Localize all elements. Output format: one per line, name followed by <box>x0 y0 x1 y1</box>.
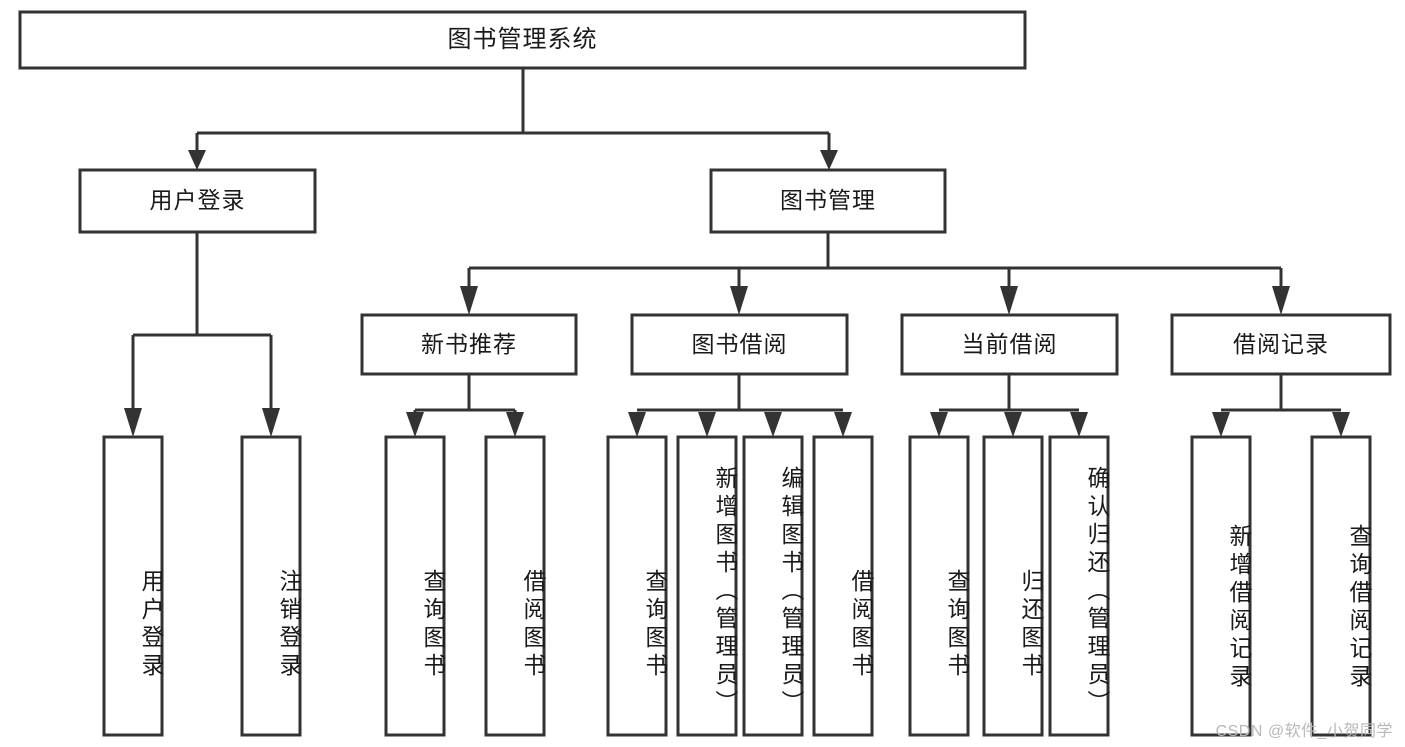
arrow-head-leaf-user-login <box>124 408 142 437</box>
node-box-leaf-query-borrow-record[interactable] <box>1310 435 1372 737</box>
arrow-head-leaf-user-logout <box>262 408 280 437</box>
node-box-book-manage[interactable] <box>709 168 947 234</box>
arrow-head-leaf-query-book-1 <box>406 412 424 437</box>
arrow-head-book-manage <box>820 150 838 170</box>
arrow-head-leaf-query-book-3 <box>930 412 948 437</box>
arrow-head-leaf-query-book-2 <box>628 412 646 437</box>
node-box-leaf-borrow-book-1[interactable] <box>484 435 546 737</box>
arrow-head-current-borrow <box>1000 286 1018 315</box>
node-box-root[interactable] <box>18 10 1027 70</box>
arrow-head-leaf-add-book-admin <box>698 412 716 437</box>
node-box-leaf-return-book[interactable] <box>982 435 1044 737</box>
arrow-head-new-book-recommend <box>460 286 478 315</box>
node-box-leaf-add-borrow-record[interactable] <box>1190 435 1252 737</box>
node-box-leaf-confirm-return-admin[interactable] <box>1048 435 1110 737</box>
node-box-book-borrow[interactable] <box>630 313 849 376</box>
node-box-leaf-user-logout[interactable] <box>240 435 302 737</box>
node-box-leaf-borrow-book-2[interactable] <box>812 435 874 737</box>
node-box-borrow-record[interactable] <box>1170 313 1392 376</box>
node-box-leaf-query-book-3[interactable] <box>908 435 970 737</box>
arrow-head-leaf-borrow-book-1 <box>506 412 524 437</box>
node-box-leaf-add-book-admin[interactable] <box>676 435 738 737</box>
arrow-head-borrow-record <box>1272 286 1290 315</box>
arrow-head-leaf-borrow-book-2 <box>834 412 852 437</box>
node-box-current-borrow[interactable] <box>900 313 1119 376</box>
node-box-leaf-query-book-2[interactable] <box>606 435 668 737</box>
arrow-head-leaf-add-borrow-record <box>1212 412 1230 437</box>
arrow-head-book-borrow <box>730 286 748 315</box>
arrow-head-leaf-confirm-return-admin <box>1070 412 1088 437</box>
node-box-user-login[interactable] <box>78 168 317 234</box>
arrow-head-leaf-edit-book-admin <box>764 412 782 437</box>
arrow-head-leaf-return-book <box>1004 412 1022 437</box>
arrow-head-leaf-query-borrow-record <box>1332 412 1350 437</box>
arrow-head-user-login <box>188 150 206 170</box>
node-box-leaf-user-login[interactable] <box>102 435 164 737</box>
watermark-text: CSDN @软件_小贺同学 <box>1215 723 1393 740</box>
node-box-leaf-edit-book-admin[interactable] <box>742 435 804 737</box>
node-box-new-book-recommend[interactable] <box>360 313 578 376</box>
node-box-leaf-query-book-1[interactable] <box>384 435 446 737</box>
